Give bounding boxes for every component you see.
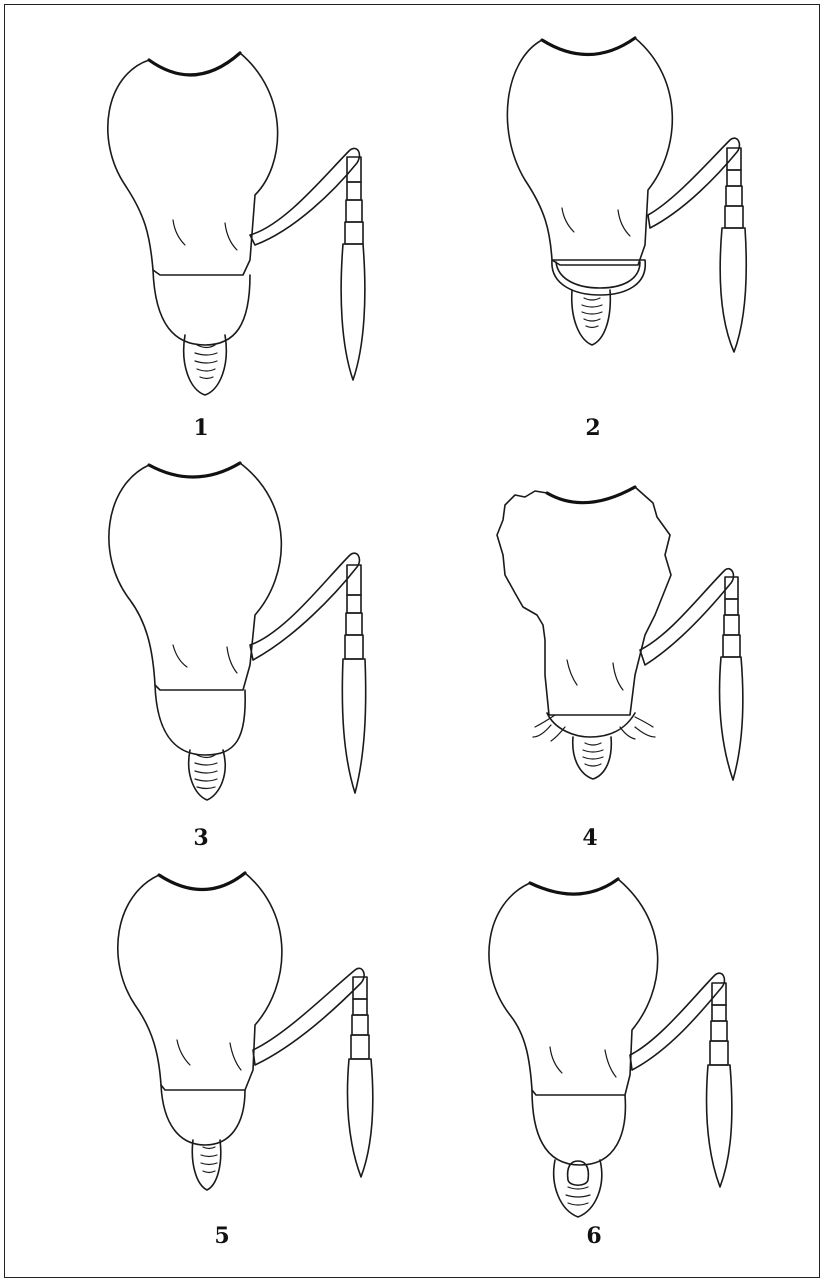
figure-label-5: 5	[202, 1223, 242, 1249]
figure-6-drawing	[460, 865, 826, 1225]
figure-2-drawing	[500, 30, 826, 430]
figure-label-4: 4	[570, 825, 610, 851]
figure-5-drawing	[85, 865, 485, 1195]
figure-1-drawing	[85, 45, 485, 445]
figure-label-1: 1	[181, 415, 221, 441]
figure-3-drawing	[85, 455, 485, 855]
figure-plate: 1 2 3	[4, 4, 820, 1278]
figure-label-3: 3	[181, 825, 221, 851]
figure-label-2: 2	[573, 415, 613, 441]
figure-4-drawing	[485, 475, 826, 875]
figure-label-6: 6	[574, 1223, 614, 1249]
